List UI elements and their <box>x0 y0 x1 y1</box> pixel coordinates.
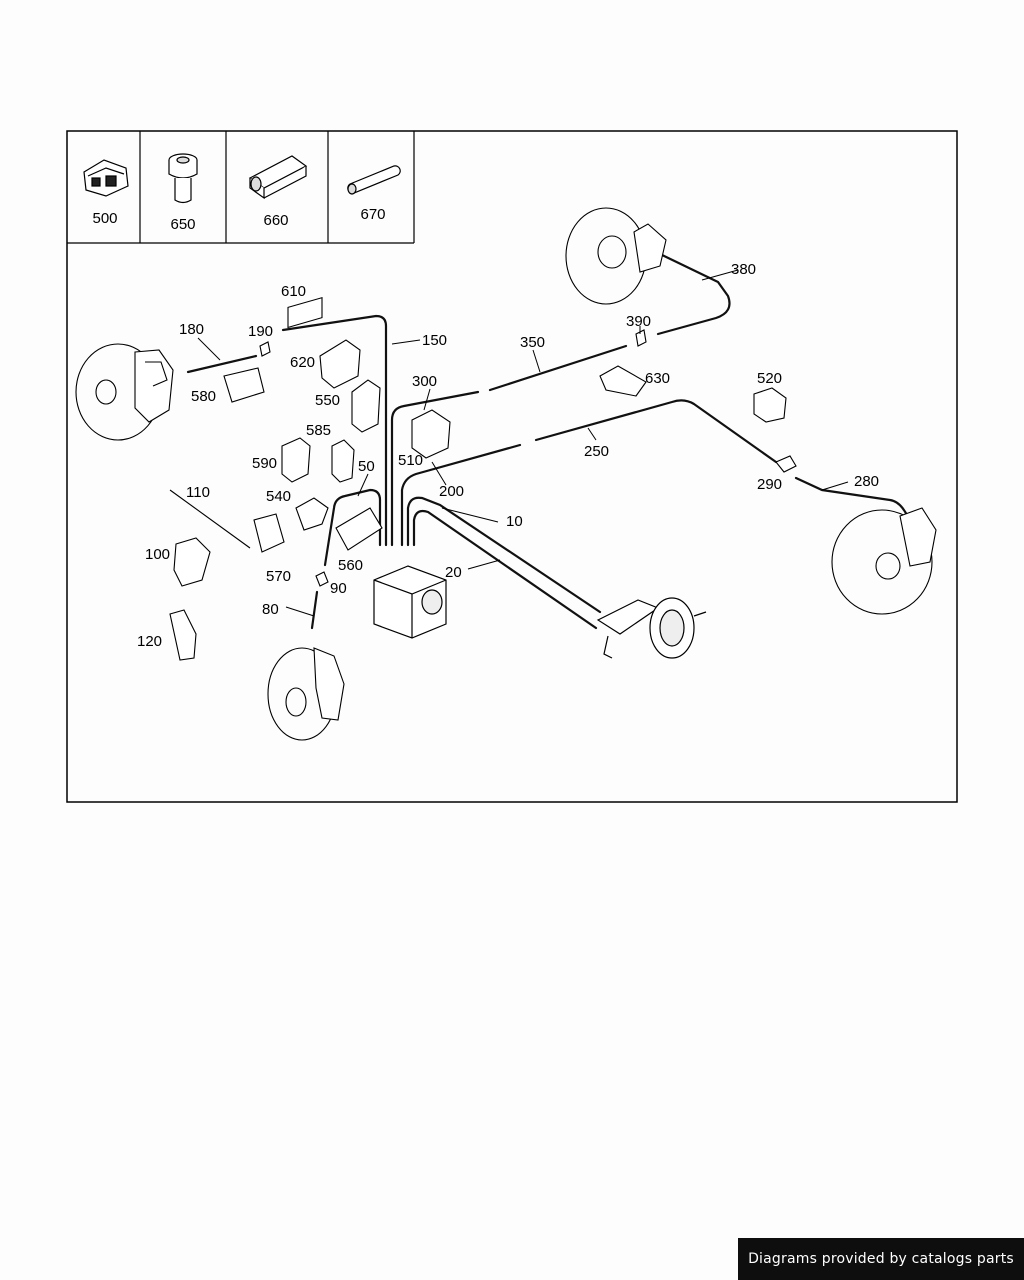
part-650-bolt-drawing <box>168 153 198 204</box>
callout-380: 380 <box>731 261 756 278</box>
part-670-pin-drawing <box>347 165 401 195</box>
part-560-drawing <box>335 507 383 551</box>
callout-580: 580 <box>191 388 216 405</box>
part-510-drawing <box>411 409 451 459</box>
callout-110: 110 <box>186 484 210 501</box>
leader-lines <box>197 269 849 617</box>
part-500-sensor-drawing <box>83 159 129 197</box>
part-585-drawing <box>331 439 355 483</box>
brake-line-80 <box>310 590 319 630</box>
part-590-drawing <box>281 437 311 483</box>
callout-390: 390 <box>626 313 651 330</box>
callout-630: 630 <box>645 370 670 387</box>
brake-lines <box>186 252 914 630</box>
inset-parts-table <box>67 131 415 244</box>
inset-label-650: 650 <box>170 216 195 233</box>
rear-left-brake-disc <box>267 647 345 741</box>
part-100-drawing <box>173 537 211 587</box>
callout-10: 10 <box>506 513 523 530</box>
callout-200: 200 <box>439 483 464 500</box>
part-570-drawing <box>253 513 285 553</box>
brake-booster-master-cylinder <box>596 597 707 659</box>
part-630-drawing <box>599 365 647 397</box>
callout-20: 20 <box>445 564 462 581</box>
callout-620: 620 <box>290 354 315 371</box>
callout-550: 550 <box>315 392 340 409</box>
abs-hydraulic-unit <box>373 565 447 639</box>
brake-line-50 <box>323 488 382 567</box>
part-190-drawing <box>259 341 271 357</box>
part-580-drawing <box>223 367 265 403</box>
callout-120: 120 <box>137 633 162 650</box>
part-520-drawing <box>753 387 787 423</box>
front-right-brake-disc <box>831 507 937 615</box>
part-390-drawing <box>635 329 647 347</box>
part-620-drawing <box>319 339 361 389</box>
part-110-drawing <box>169 489 251 549</box>
callout-610: 610 <box>281 283 306 300</box>
callout-590: 590 <box>252 455 277 472</box>
part-660-sleeve-drawing <box>248 155 308 200</box>
diagram-frame <box>66 130 958 803</box>
part-90-drawing <box>315 571 329 587</box>
part-550-drawing <box>351 379 381 433</box>
callout-300: 300 <box>412 373 437 390</box>
callout-100: 100 <box>145 546 170 563</box>
callout-80: 80 <box>262 601 279 618</box>
brake-line-250 <box>534 399 778 464</box>
brake-line-10 <box>406 496 602 614</box>
callout-190: 190 <box>248 323 273 340</box>
part-120-drawing <box>169 609 197 661</box>
brake-line-200-300 <box>390 390 480 547</box>
callout-250: 250 <box>584 443 609 460</box>
callout-90: 90 <box>330 580 347 597</box>
callout-150: 150 <box>422 332 447 349</box>
callout-540: 540 <box>266 488 291 505</box>
callout-50: 50 <box>358 458 375 475</box>
callout-570: 570 <box>266 568 291 585</box>
inset-label-660: 660 <box>263 212 288 229</box>
callout-520: 520 <box>757 370 782 387</box>
brake-line-200 <box>400 443 522 547</box>
brake-line-350 <box>488 344 628 392</box>
rear-right-brake-disc <box>565 207 667 305</box>
part-290-drawing <box>775 455 797 473</box>
credit-banner: Diagrams provided by catalogs parts <box>738 1238 1024 1280</box>
callout-350: 350 <box>520 334 545 351</box>
front-left-brake-disc <box>75 343 174 441</box>
brake-line-380 <box>656 252 731 336</box>
inset-label-500: 500 <box>92 210 117 227</box>
part-540-drawing <box>295 497 329 531</box>
component-drawings <box>169 296 797 661</box>
callout-290: 290 <box>757 476 782 493</box>
callout-560: 560 <box>338 557 363 574</box>
brake-line-180 <box>186 354 258 374</box>
part-610-drawing <box>287 296 323 329</box>
callout-labels: 10 20 50 80 90 100 110 120 150 180 190 2… <box>137 261 879 650</box>
brake-line-20 <box>412 509 598 630</box>
brake-line-150 <box>281 314 388 547</box>
callout-280: 280 <box>854 473 879 490</box>
inset-label-670: 670 <box>360 206 385 223</box>
callout-180: 180 <box>179 321 204 338</box>
callout-585: 585 <box>306 422 331 439</box>
callout-510: 510 <box>398 452 423 469</box>
